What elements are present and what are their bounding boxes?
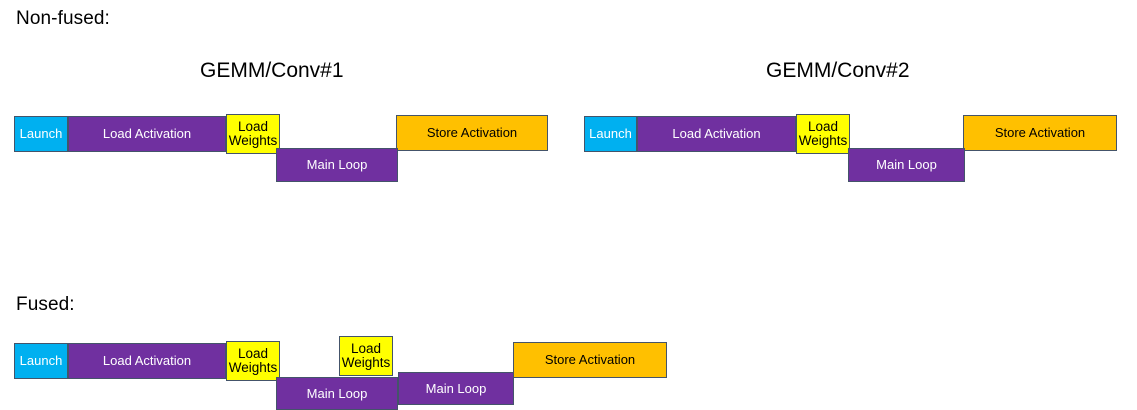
section-label-non-fused: Non-fused: [16,8,110,29]
bar-nonfused-g2-launch[interactable]: Launch [584,116,637,152]
bar-fused-load-activation[interactable]: Load Activation [68,343,226,379]
bar-fused-load-weights-1[interactable]: Load Weights [226,341,280,381]
bar-fused-main-loop-2[interactable]: Main Loop [398,372,514,405]
bar-fused-main-loop-1[interactable]: Main Loop [276,377,398,410]
bar-nonfused-g2-load-weights[interactable]: Load Weights [796,114,850,154]
bar-nonfused-g1-main-loop[interactable]: Main Loop [276,148,398,182]
section-label-fused: Fused: [16,294,75,315]
bar-nonfused-g2-load-activation[interactable]: Load Activation [637,116,796,152]
bar-nonfused-g1-load-weights[interactable]: Load Weights [226,114,280,154]
group-title-gemm-conv-1: GEMM/Conv#1 [200,59,344,82]
bar-nonfused-g2-store-activation[interactable]: Store Activation [963,115,1117,151]
bar-nonfused-g1-store-activation[interactable]: Store Activation [396,115,548,151]
bar-nonfused-g2-main-loop[interactable]: Main Loop [848,148,965,182]
bar-fused-load-weights-2[interactable]: Load Weights [339,336,393,376]
bar-fused-launch[interactable]: Launch [14,343,68,379]
group-title-gemm-conv-2: GEMM/Conv#2 [766,59,910,82]
bar-nonfused-g1-load-activation[interactable]: Load Activation [68,116,226,152]
bar-fused-store-activation[interactable]: Store Activation [513,342,667,378]
bar-nonfused-g1-launch[interactable]: Launch [14,116,68,152]
